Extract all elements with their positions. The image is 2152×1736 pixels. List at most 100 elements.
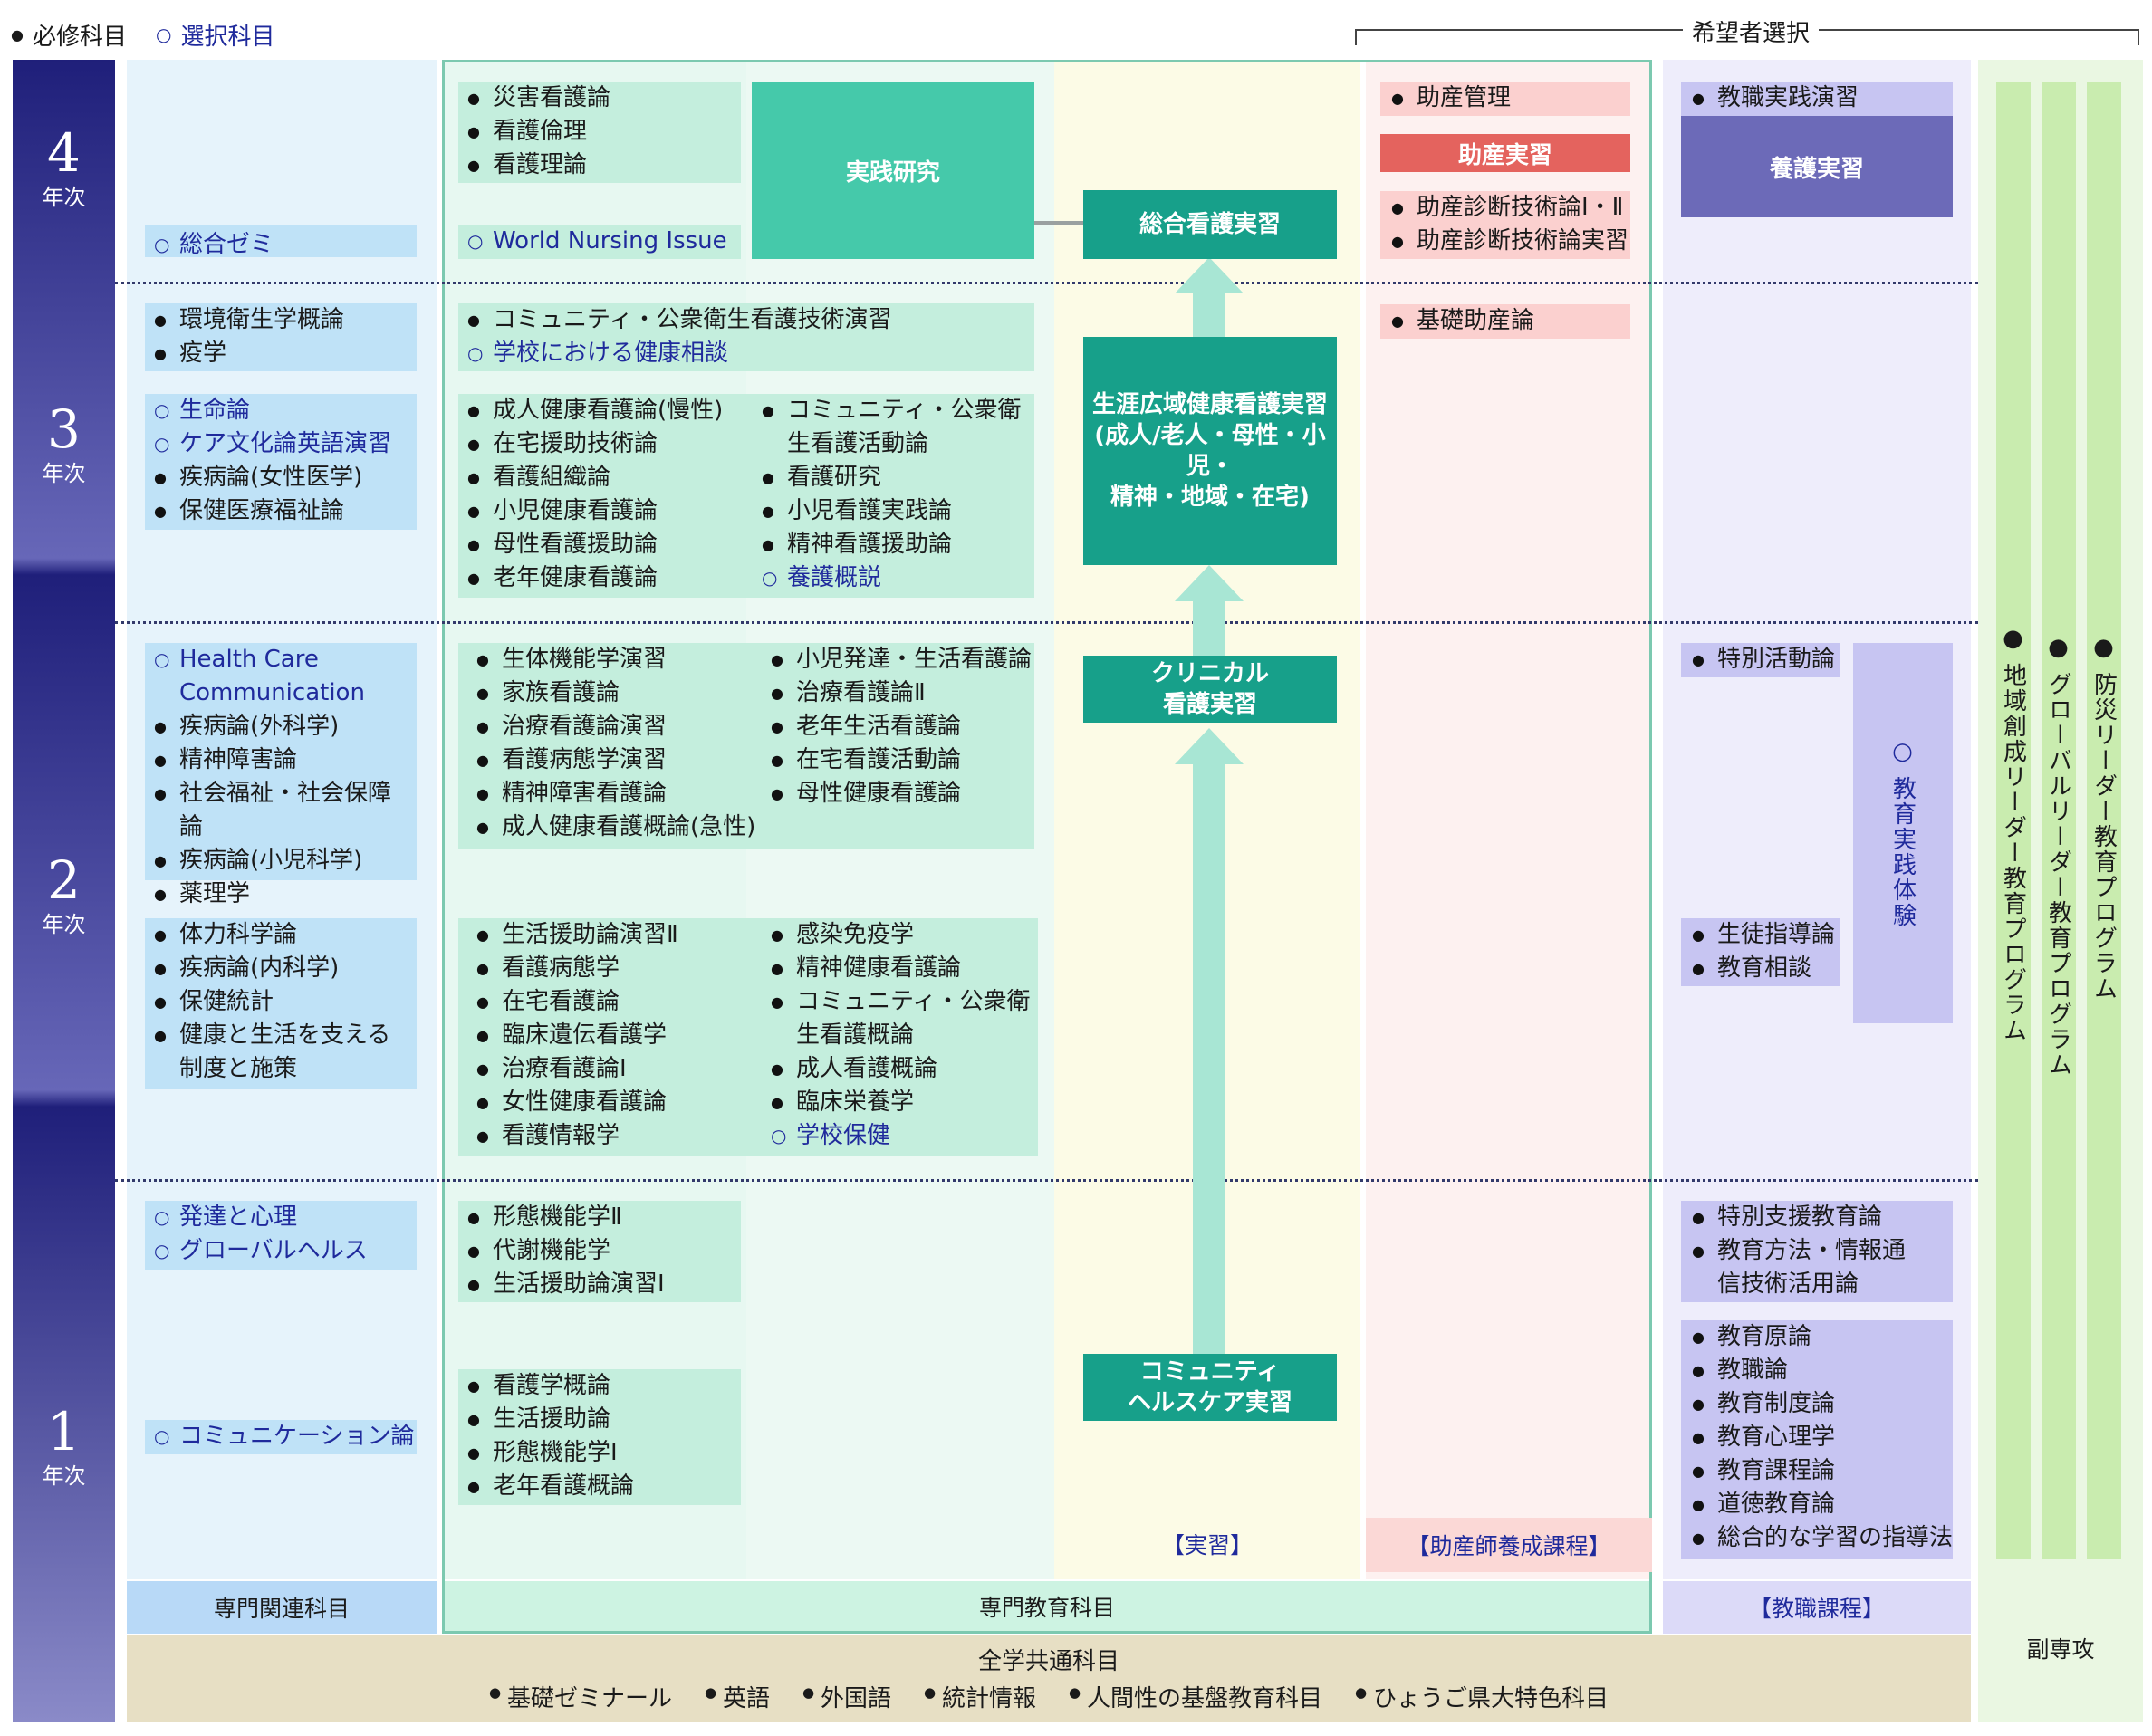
course-item: 社会福祉・社会保障論 bbox=[154, 777, 408, 844]
course-list: コミュニケーション論 bbox=[154, 1420, 414, 1453]
course-item: 教育方法・情報通信技術活用論 bbox=[1692, 1234, 1918, 1301]
course-list: 環境衛生学概論疫学 bbox=[154, 303, 408, 370]
clinical-line-2: 看護実習 bbox=[1162, 691, 1257, 718]
course-item: ケア文化論英語演習 bbox=[154, 427, 408, 461]
course-item: Health Care Communication bbox=[154, 643, 408, 710]
teacher-taiken: ○ 教育実践体験 bbox=[1888, 737, 1917, 929]
senmon-y2b-box: 生活援助論演習Ⅱ看護病態学在宅看護論臨床遺伝看護学治療看護論Ⅰ女性健康看護論看護… bbox=[458, 918, 1038, 1156]
course-item: 精神健康看護論 bbox=[771, 952, 1033, 985]
related-y2a-box: Health Care Communication疾病論(外科学)精神障害論社会… bbox=[145, 643, 417, 911]
course-item: 看護学概論 bbox=[467, 1369, 732, 1403]
teacher-taiken-box: ○ 教育実践体験 bbox=[1853, 643, 1953, 1023]
related-y1a-box: 発達と心理グローバルヘルス bbox=[145, 1201, 417, 1270]
course-item: 生命論 bbox=[154, 394, 408, 427]
course-item: 形態機能学Ⅰ bbox=[467, 1436, 732, 1470]
clinical-line-1: クリニカル bbox=[1150, 660, 1269, 687]
elective-bullet-icon: ○ bbox=[155, 24, 172, 45]
course-item: 体力科学論 bbox=[154, 918, 408, 952]
required-bullet-icon: ● bbox=[11, 25, 24, 43]
course-item: 教職論 bbox=[1692, 1354, 1942, 1387]
progression-arrows bbox=[1175, 257, 1244, 1355]
common-subject: ● 英語 bbox=[705, 1680, 770, 1713]
course-list: 生活援助論演習Ⅱ看護病態学在宅看護論臨床遺伝看護学治療看護論Ⅰ女性健康看護論看護… bbox=[476, 918, 771, 1156]
common-subject-label: 英語 bbox=[722, 1685, 770, 1712]
shogai-line-3: 精神・地域・在宅) bbox=[1110, 484, 1310, 511]
course-item: 家族看護論 bbox=[476, 676, 771, 710]
course-list: World Nursing Issue bbox=[467, 225, 732, 258]
course-item: 看護情報学 bbox=[476, 1119, 771, 1153]
senmon-y1a-box: 形態機能学Ⅱ代謝機能学生活援助論演習Ⅰ bbox=[458, 1201, 741, 1302]
teacher-enshu: 教職実践演習 bbox=[1692, 82, 1942, 115]
senmon-frame bbox=[442, 60, 1652, 1634]
course-item: 治療看護論Ⅰ bbox=[476, 1052, 771, 1086]
bullet-icon: ● bbox=[1069, 1684, 1081, 1701]
course-item: 疫学 bbox=[154, 337, 408, 370]
minor-program-3-label: ● 防災リーダー教育プログラム bbox=[2090, 634, 2118, 1002]
course-item: 小児発達・生活看護論 bbox=[771, 643, 1032, 676]
course-item: 助産診断技術論Ⅰ・Ⅱ bbox=[1391, 191, 1623, 225]
course-list: 感染免疫学精神健康看護論コミュニティ・公衆衛生看護概論成人看護概論臨床栄養学学校… bbox=[771, 918, 1033, 1156]
footer-common: 全学共通科目 ●基礎ゼミナール●英語●外国語●統計情報●人間性の基盤教育科目●ひ… bbox=[127, 1635, 1971, 1722]
shogai-line-1: 生涯広域健康看護実習 bbox=[1091, 391, 1328, 418]
bullet-icon: ● bbox=[488, 1684, 502, 1701]
course-item: 看護研究 bbox=[762, 461, 1024, 494]
footer-related: 専門関連科目 bbox=[127, 1581, 437, 1634]
common-subject-label: 統計情報 bbox=[942, 1685, 1037, 1712]
teacher-tokubetsu-box: 特別活動論 bbox=[1681, 643, 1840, 677]
footer-common-items: ●基礎ゼミナール●英語●外国語●統計情報●人間性の基盤教育科目●ひょうご県大特色… bbox=[127, 1680, 1971, 1713]
common-subject: ●基礎ゼミナール bbox=[489, 1680, 672, 1713]
course-list: 発達と心理グローバルヘルス bbox=[154, 1201, 408, 1268]
course-list: 体力科学論疾病論(内科学)保健統計健康と生活を支える制度と施策 bbox=[154, 918, 408, 1086]
arrow-up-icon bbox=[1175, 257, 1244, 337]
course-item: 生活援助論 bbox=[467, 1403, 732, 1436]
divider-2-1 bbox=[115, 1179, 1978, 1182]
shogai-kouiki-jisshu: 生涯広域健康看護実習 (成人/老人・母性・小児・ 精神・地域・在宅) bbox=[1083, 337, 1337, 565]
common-subject-label: ひょうご県大特色科目 bbox=[1373, 1685, 1609, 1712]
course-item: 疾病論(外科学) bbox=[154, 710, 408, 743]
related-y1b-box: コミュニケーション論 bbox=[145, 1420, 417, 1454]
year-4: 4 年次 bbox=[13, 127, 115, 211]
year-column bbox=[13, 60, 115, 1722]
midwife-kiso-box: 基礎助産論 bbox=[1380, 304, 1630, 339]
related-y2b-box: 体力科学論疾病論(内科学)保健統計健康と生活を支える制度と施策 bbox=[145, 918, 417, 1089]
course-list: 生体機能学演習家族看護論治療看護論演習看護病態学演習精神障害看護論成人健康看護概… bbox=[476, 643, 771, 849]
course-list: 小児発達・生活看護論治療看護論Ⅱ老年生活看護論在宅看護活動論母性健康看護論 bbox=[771, 643, 1032, 849]
course-item: 特別支援教育論 bbox=[1692, 1201, 1918, 1234]
teacher-seito-box: 生徒指導論教育相談 bbox=[1681, 918, 1840, 986]
minor-program-2: ● グローバルリーダー教育プログラム bbox=[2042, 82, 2076, 1559]
course-item: 教育制度論 bbox=[1692, 1387, 1942, 1421]
year-1: 1 年次 bbox=[13, 1405, 115, 1490]
course-item: 母性健康看護論 bbox=[771, 777, 1032, 810]
course-item: 生活援助論演習Ⅱ bbox=[476, 918, 771, 952]
minor-program-2-label: ● グローバルリーダー教育プログラム bbox=[2044, 634, 2072, 1079]
common-subject-label: 基礎ゼミナール bbox=[506, 1685, 672, 1712]
bullet-icon: ● bbox=[704, 1684, 717, 1701]
minor-program-1: ● 地域創成リーダー教育プログラム bbox=[1996, 82, 2031, 1559]
course-item: コミュニケーション論 bbox=[154, 1420, 414, 1453]
teacher-enshu-box: 教職実践演習 bbox=[1681, 82, 1953, 116]
divider-4-3 bbox=[115, 282, 1978, 284]
course-item: World Nursing Issue bbox=[467, 225, 732, 258]
course-list: 特別支援教育論教育方法・情報通信技術活用論 bbox=[1692, 1201, 1918, 1301]
course-item: 生徒指導論 bbox=[1692, 918, 1835, 952]
community-line-1: コミュニティ bbox=[1139, 1358, 1281, 1386]
midwife-shindan-box: 助産診断技術論Ⅰ・Ⅱ助産診断技術論実習 bbox=[1380, 191, 1630, 259]
community-line-2: ヘルスケア実習 bbox=[1127, 1389, 1292, 1416]
sogo-kango-jisshu: 総合看護実習 bbox=[1083, 190, 1337, 259]
course-item: 看護理論 bbox=[467, 149, 732, 182]
course-item: 疾病論(女性医学) bbox=[154, 461, 408, 494]
bullet-icon: ● bbox=[924, 1684, 937, 1701]
jissen-kenkyu-box: 実践研究 bbox=[752, 82, 1034, 259]
course-list: コミュニティ・公衆衛生看護技術演習学校における健康相談 bbox=[467, 303, 1025, 370]
community-jisshu: コミュニティ ヘルスケア実習 bbox=[1083, 1354, 1337, 1421]
course-item: 看護病態学演習 bbox=[476, 743, 771, 777]
teacher-y1b-box: 教育原論教職論教育制度論教育心理学教育課程論道徳教育論総合的な学習の指導法 bbox=[1681, 1320, 1953, 1559]
year-label: 年次 bbox=[42, 912, 86, 937]
course-item: 看護組織論 bbox=[467, 461, 762, 494]
course-list: 助産診断技術論Ⅰ・Ⅱ助産診断技術論実習 bbox=[1391, 191, 1628, 258]
course-list: 災害看護論看護倫理看護理論 bbox=[467, 82, 732, 182]
course-item: 成人健康看護概論(急性) bbox=[476, 810, 771, 844]
related-y3b-box: 生命論ケア文化論英語演習疾病論(女性医学)保健医療福祉論 bbox=[145, 394, 417, 530]
midwife-kanri: 助産管理 bbox=[1391, 82, 1619, 115]
course-list: 生命論ケア文化論英語演習疾病論(女性医学)保健医療福祉論 bbox=[154, 394, 408, 528]
